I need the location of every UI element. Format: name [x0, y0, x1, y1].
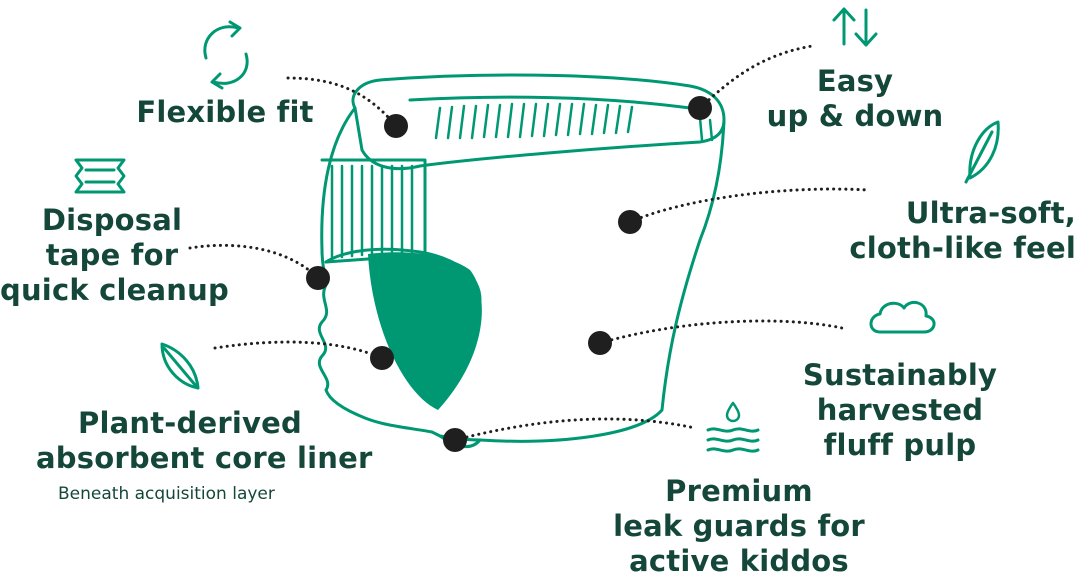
dot-leak-guards	[443, 428, 467, 452]
label-disposal-tape: Disposal tape for quick cleanup	[0, 203, 229, 307]
dot-plant-derived	[370, 346, 394, 370]
cloud-icon	[869, 300, 936, 334]
leader-easy-up-down	[698, 44, 814, 110]
label-ultra-soft: Ultra-soft, cloth-like feel	[849, 196, 1076, 265]
label-plant-derived-note: Beneath acquisition layer	[58, 484, 275, 504]
leader-ultra-soft	[628, 187, 870, 224]
label-sustainably: Sustainably harvested fluff pulp	[802, 358, 998, 462]
diaper-illustration	[317, 73, 726, 449]
leader-disposal-tape	[188, 243, 320, 280]
dot-disposal-tape	[306, 266, 330, 290]
label-plant-derived: Plant-derived absorbent core liner	[36, 406, 373, 475]
leader-plant-derived	[213, 340, 384, 360]
dot-flexible-fit	[384, 114, 408, 138]
leader-lines	[188, 44, 870, 442]
absorbent-core-shape	[368, 252, 482, 410]
leaf-icon	[160, 342, 200, 390]
dot-sustainably	[588, 331, 612, 355]
feather-icon	[964, 120, 1000, 184]
leader-flexible-fit	[286, 76, 398, 128]
droplet-waves-icon	[706, 401, 760, 453]
leader-leak-guards	[453, 417, 697, 442]
label-leak-guards: Premium leak guards for active kiddos	[613, 474, 865, 578]
label-easy-up-down: Easy up & down	[766, 64, 944, 133]
recycle-arrows-icon	[203, 20, 249, 90]
tape-icon	[74, 158, 126, 194]
dot-ultra-soft	[618, 210, 642, 234]
dot-easy-up-down	[688, 96, 712, 120]
up-down-arrows-icon	[832, 7, 878, 47]
callout-dots	[306, 96, 712, 452]
label-flexible-fit: Flexible fit	[136, 95, 314, 129]
leader-sustainably	[598, 319, 844, 345]
